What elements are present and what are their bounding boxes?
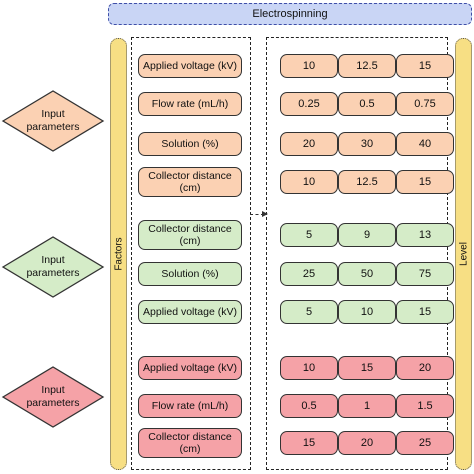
level-box: 15	[396, 170, 454, 194]
level-box: 30	[338, 132, 396, 156]
level-box: 1.5	[396, 394, 454, 418]
factor-box: Applied voltage (kV)	[138, 54, 242, 78]
level-label: Level	[458, 242, 469, 266]
level-box: 12.5	[338, 54, 396, 78]
factor-box: Flow rate (mL/h)	[138, 92, 242, 116]
factor-box: Collector distance(cm)	[138, 428, 242, 458]
level-box: 25	[280, 262, 338, 286]
flow-arrow-line	[250, 214, 264, 215]
diamond-shape	[1, 236, 105, 298]
level-box: 5	[280, 223, 338, 247]
factor-box: Solution (%)	[138, 132, 242, 156]
level-box: 0.25	[280, 92, 338, 116]
factor-box: Flow rate (mL/h)	[138, 394, 242, 418]
diamond-shape	[1, 90, 105, 152]
factors-box	[131, 37, 251, 470]
level-box: 25	[396, 431, 454, 455]
level-box: 15	[396, 300, 454, 324]
level-box: 20	[280, 132, 338, 156]
factor-box: Collector distance(cm)	[138, 167, 242, 197]
level-box: 20	[338, 431, 396, 455]
factors-bar: Factors	[110, 38, 127, 470]
level-box: 20	[396, 356, 454, 380]
factor-box: Solution (%)	[138, 262, 242, 286]
level-box: 10	[338, 300, 396, 324]
diamond-shape	[1, 366, 105, 428]
level-box: 12.5	[338, 170, 396, 194]
level-box: 5	[280, 300, 338, 324]
factor-box: Applied voltage (kV)	[138, 300, 242, 324]
level-box: 15	[338, 356, 396, 380]
level-box: 0.5	[280, 394, 338, 418]
level-box: 9	[338, 223, 396, 247]
level-box: 0.75	[396, 92, 454, 116]
level-box: 75	[396, 262, 454, 286]
banner-title: Electrospinning	[252, 8, 328, 20]
level-box: 10	[280, 356, 338, 380]
level-box: 1	[338, 394, 396, 418]
factor-box: Applied voltage (kV)	[138, 356, 242, 380]
level-box: 15	[280, 431, 338, 455]
level-box: 13	[396, 223, 454, 247]
level-box: 0.5	[338, 92, 396, 116]
electrospinning-banner: Electrospinning	[108, 3, 472, 25]
level-box: 10	[280, 170, 338, 194]
factors-label: Factors	[113, 237, 124, 271]
arrow-head-icon	[262, 211, 268, 217]
level-box: 10	[280, 54, 338, 78]
level-box: 50	[338, 262, 396, 286]
factor-box: Collector distance(cm)	[138, 220, 242, 250]
levels-box	[266, 37, 448, 470]
level-box: 40	[396, 132, 454, 156]
level-box: 15	[396, 54, 454, 78]
level-bar: Level	[455, 38, 472, 470]
